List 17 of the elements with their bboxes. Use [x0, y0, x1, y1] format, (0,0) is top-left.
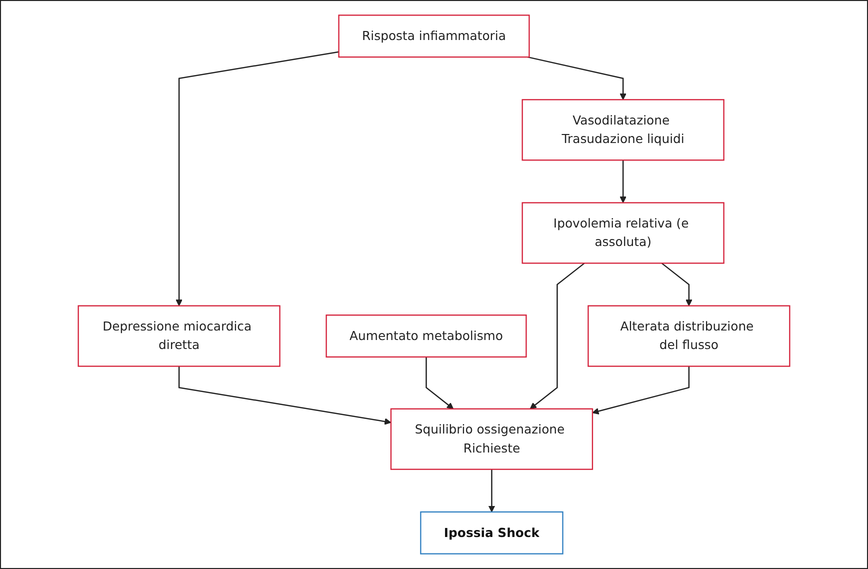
arrow	[176, 51, 339, 306]
node-box: Depressione miocardica diretta	[78, 305, 280, 367]
node-box: Alterata distribuzione del flusso	[588, 305, 790, 367]
node-box: Risposta infiammatoria	[338, 14, 530, 58]
arrow	[488, 469, 496, 512]
node-box: Ipovolemia relativa (e assoluta)	[522, 202, 724, 264]
arrow	[178, 366, 392, 425]
node-box: Ipossia Shock	[420, 511, 564, 554]
node-box: Squilibrio ossigenazione Richieste	[390, 408, 594, 470]
arrow	[661, 262, 692, 306]
node-box: Aumentato metabolismo	[326, 314, 527, 358]
arrow	[528, 56, 626, 100]
arrow	[620, 160, 626, 204]
arrow	[592, 366, 690, 415]
arrow	[530, 262, 585, 410]
node-box: Vasodilatazione Trasudazione liquidi	[522, 99, 724, 161]
arrow	[426, 356, 454, 410]
